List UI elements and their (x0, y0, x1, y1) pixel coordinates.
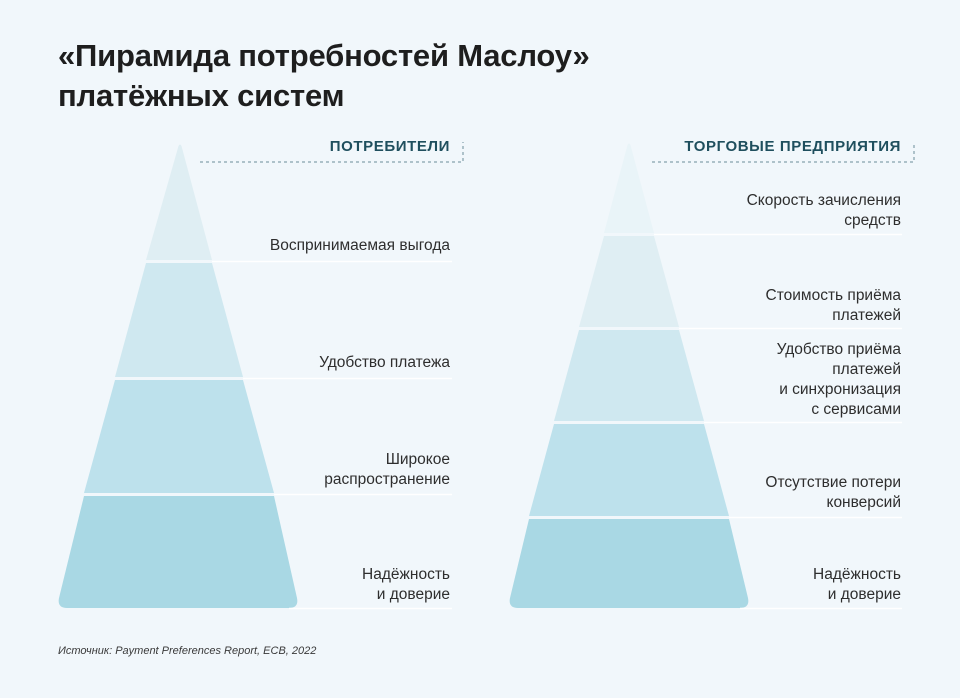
merchants-label-conversion-line-1: Отсутствие потери (765, 474, 901, 491)
merchants-label-conversion: Отсутствие потери конверсий (765, 473, 901, 513)
consumers-header-dash (200, 142, 464, 163)
merchants-label-settlement-speed: Скорость зачисления средств (747, 191, 901, 231)
consumers-label-convenience: Удобство платежа (319, 353, 450, 373)
page-title-line-1: «Пирамида потребностей Маслоу» (58, 38, 590, 73)
merchants-label-trust-line-2: и доверие (827, 586, 901, 603)
consumers-level-2 (84, 380, 274, 493)
merchants-label-acceptance-cost: Стоимость приёма платежей (766, 286, 901, 326)
merchants-label-settlement-speed-line-1: Скорость зачисления (746, 192, 901, 209)
merchants-label-settlement-speed-line-2: средств (844, 212, 901, 229)
merchants-label-acceptance-convenience-line-4: с сервисами (811, 401, 901, 418)
merchants-level-3 (554, 330, 704, 421)
consumers-label-trust-line-2: и доверие (376, 586, 450, 603)
merchants-pyramid (509, 142, 915, 610)
merchants-label-acceptance-cost-line-1: Стоимость приёма (765, 287, 901, 304)
source-note: Источник: Payment Preferences Report, EC… (58, 645, 317, 657)
consumers-label-adoption: Широкое распространение (324, 450, 450, 490)
merchants-label-acceptance-cost-line-2: платежей (832, 307, 901, 324)
consumers-label-benefit-line-1: Воспринимаемая выгода (269, 237, 450, 254)
consumers-label-trust-line-1: Надёжность (362, 566, 450, 583)
merchants-level-5 (604, 143, 654, 233)
consumers-label-adoption-line-1: Широкое (385, 451, 450, 468)
merchants-label-acceptance-convenience-line-3: и синхронизация (779, 381, 901, 398)
merchants-label-acceptance-convenience-line-1: Удобство приёма (776, 341, 901, 358)
merchants-label-trust: Надёжность и доверие (813, 565, 901, 605)
merchants-level-2 (529, 424, 729, 516)
consumers-pyramid (58, 142, 464, 610)
merchants-level-4 (579, 236, 679, 327)
page-title: «Пирамида потребностей Маслоу» платёжных… (58, 36, 590, 116)
consumers-level-3 (115, 263, 243, 377)
consumers-label-benefit: Воспринимаемая выгода (270, 236, 450, 256)
consumers-label-adoption-line-2: распространение (324, 471, 450, 488)
page-title-line-2: платёжных систем (58, 78, 345, 113)
consumers-label-convenience-line-1: Удобство платежа (319, 354, 450, 371)
merchants-label-trust-line-1: Надёжность (813, 566, 901, 583)
consumers-header: ПОТРЕБИТЕЛИ (329, 138, 450, 155)
merchants-label-acceptance-convenience: Удобство приёма платежей и синхронизация… (777, 340, 901, 420)
merchants-label-conversion-line-2: конверсий (826, 494, 901, 511)
merchants-label-acceptance-convenience-line-2: платежей (832, 361, 901, 378)
consumers-level-4 (146, 144, 212, 260)
merchants-level-1 (509, 519, 749, 608)
merchants-header: ТОРГОВЫЕ ПРЕДПРИЯТИЯ (684, 138, 901, 155)
consumers-level-1 (58, 496, 298, 608)
consumers-label-trust: Надёжность и доверие (362, 565, 450, 605)
